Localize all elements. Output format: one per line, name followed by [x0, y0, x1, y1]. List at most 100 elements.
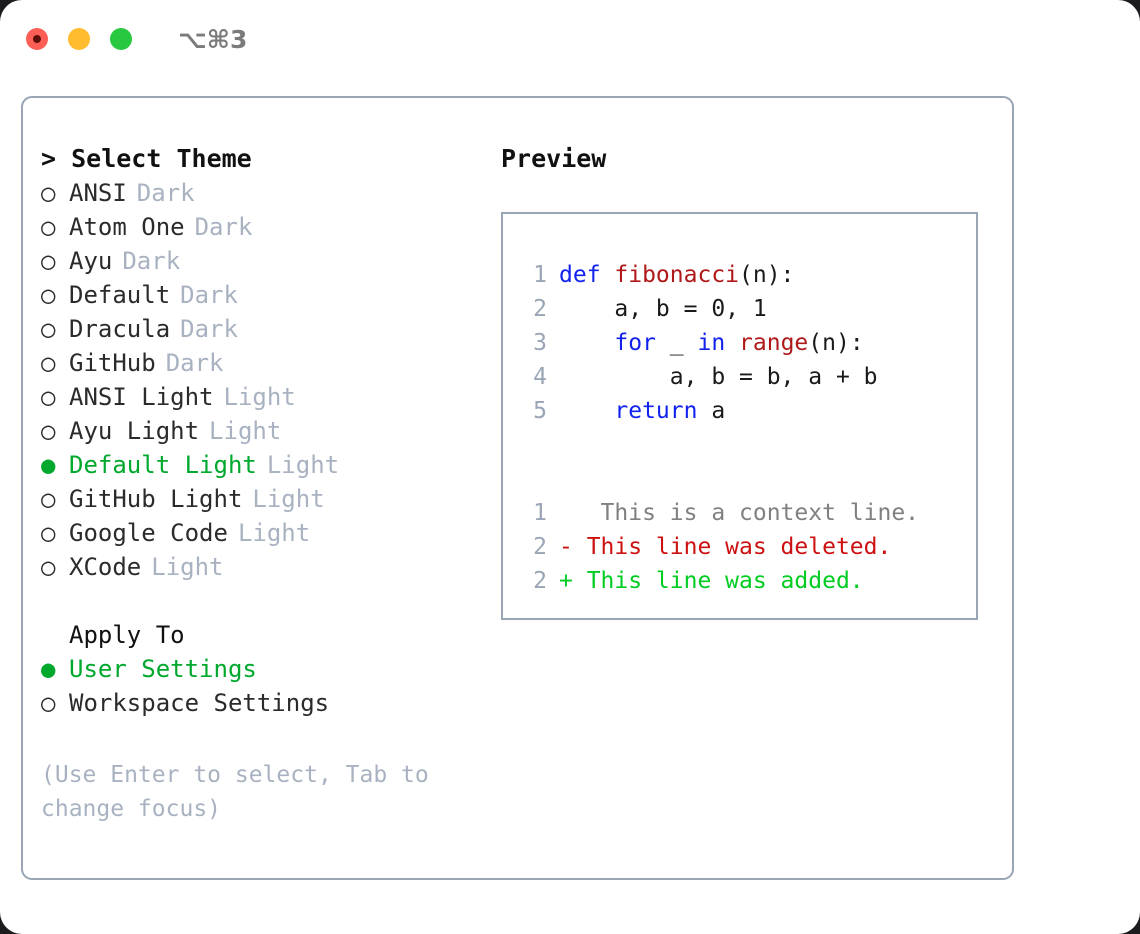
apply-to-list: ● User Settings ○ Workspace Settings: [41, 652, 501, 720]
radio-unselected-icon: ○: [41, 519, 56, 547]
traffic-lights: [26, 28, 132, 50]
theme-option-label: ANSI Light: [69, 383, 214, 411]
code-token: (n):: [808, 330, 864, 356]
code-token: return: [614, 398, 698, 424]
diff-line-add: 2+ This line was added.: [517, 564, 976, 598]
radio-unselected-icon: ○: [41, 315, 56, 343]
code-token: _: [655, 330, 698, 356]
code-line-content: for _ in range(n):: [559, 326, 864, 360]
theme-option-tag: Dark: [194, 213, 253, 241]
minimize-button[interactable]: [68, 28, 90, 50]
theme-option-label: GitHub Light: [69, 485, 243, 513]
code-token: range: [739, 330, 809, 356]
code-token: fibonacci: [614, 262, 740, 288]
select-theme-heading: > Select Theme: [41, 144, 252, 173]
theme-option-tag: Light: [151, 553, 224, 581]
diff-line-content: This is a context line.: [559, 500, 920, 526]
theme-option-tag: Light: [252, 485, 325, 513]
theme-option-default[interactable]: ○ Default Dark: [41, 278, 501, 312]
keyboard-shortcut-label: ⌥⌘3: [178, 24, 248, 54]
apply-to-heading: Apply To: [69, 621, 185, 649]
keyboard-hint-text: (Use Enter to select, Tab to change focu…: [41, 762, 429, 822]
code-token: [559, 330, 614, 356]
theme-option-github-light[interactable]: ○ GitHub Light Light: [41, 482, 501, 516]
section-spacer: [41, 584, 501, 618]
diff-line-del: 2 - This line was deleted.: [517, 530, 976, 564]
apply-to-option-user-settings[interactable]: ● User Settings: [41, 652, 501, 686]
code-line-content: a, b = b, a + b: [559, 360, 878, 394]
theme-option-tag: Dark: [180, 315, 238, 343]
theme-option-tag: Dark: [122, 247, 181, 275]
radio-unselected-icon: ○: [41, 179, 56, 207]
code-token: (n):: [739, 262, 795, 288]
radio-unselected-icon: ○: [41, 281, 56, 309]
radio-unselected-icon: ○: [41, 553, 56, 581]
line-number: 2: [533, 296, 547, 322]
theme-option-label: Default: [69, 281, 171, 309]
radio-unselected-icon: ○: [41, 383, 56, 411]
code-token: a, b = b, a + b: [559, 364, 878, 390]
code-line: 5 return a: [517, 394, 976, 428]
theme-option-tag: Dark: [136, 179, 195, 207]
code-token: [725, 330, 739, 356]
apply-to-option-label: User Settings: [69, 655, 257, 683]
diff-line-ctx: 1 This is a context line.: [517, 496, 976, 530]
code-line: 2 a, b = 0, 1: [517, 292, 976, 326]
code-line-content: a, b = 0, 1: [559, 292, 766, 326]
radio-unselected-icon: ○: [41, 417, 56, 445]
diff-line-content: - This line was deleted.: [559, 534, 892, 560]
theme-option-label: Atom One: [69, 213, 185, 241]
theme-option-tag: Dark: [165, 349, 224, 377]
code-token: for: [614, 330, 656, 356]
maximize-button[interactable]: [110, 28, 132, 50]
code-diff-spacer: [517, 428, 976, 462]
line-number: 1: [533, 500, 547, 526]
theme-option-tag: Dark: [180, 281, 238, 309]
theme-option-tag: Light: [223, 383, 296, 411]
line-number: 5: [533, 398, 547, 424]
code-line: 3 for _ in range(n):: [517, 326, 976, 360]
code-token: def: [559, 262, 615, 288]
theme-option-ansi-light[interactable]: ○ ANSI Light Light: [41, 380, 501, 414]
radio-unselected-icon: ○: [41, 689, 56, 717]
code-line-content: def fibonacci(n):: [559, 258, 794, 292]
radio-unselected-icon: ○: [41, 349, 56, 377]
code-token: in: [697, 330, 726, 356]
theme-option-tag: Light: [237, 519, 311, 547]
theme-option-dracula[interactable]: ○ Dracula Dark: [41, 312, 501, 346]
code-line: 4 a, b = b, a + b: [517, 360, 976, 394]
theme-option-label: Google Code: [69, 519, 228, 547]
line-number: 2: [533, 534, 547, 560]
preview-heading: Preview: [501, 144, 607, 173]
apply-to-option-label: Workspace Settings: [69, 689, 330, 717]
theme-option-tag: Light: [209, 417, 282, 445]
radio-unselected-icon: ○: [41, 485, 56, 513]
radio-selected-icon: ●: [41, 655, 56, 683]
code-line-content: return a: [559, 394, 725, 428]
theme-option-google-code[interactable]: ○ Google Code Light: [41, 516, 501, 550]
theme-option-label: Dracula: [69, 315, 171, 343]
close-button[interactable]: [26, 28, 48, 50]
radio-selected-icon: ●: [41, 451, 56, 479]
code-token: a: [697, 398, 726, 424]
theme-option-label: Ayu: [69, 247, 113, 275]
apply-to-option-workspace-settings[interactable]: ○ Workspace Settings: [41, 686, 501, 720]
line-number: 2: [533, 568, 547, 594]
line-number: 4: [533, 364, 547, 390]
